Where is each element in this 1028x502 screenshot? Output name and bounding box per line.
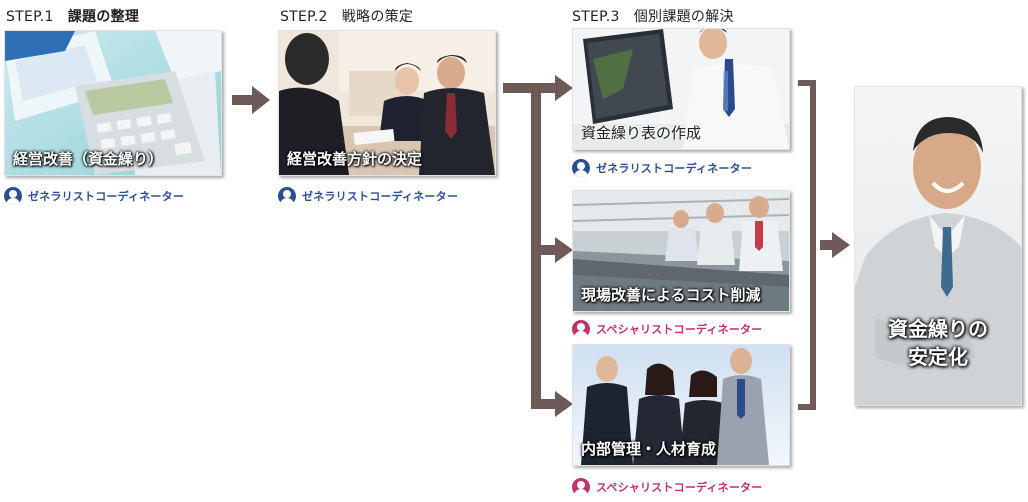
team-illustration [573,345,789,465]
result-line2: 安定化 [908,345,968,369]
step3-card2-caption: 現場改善によるコスト削減 [581,286,761,304]
result-caption: 資金繰りの 安定化 [855,315,1021,371]
step3-photo-team: 内部管理・人材育成 [572,344,790,466]
step2-role: ゼネラリストコーディネーター [278,187,458,205]
step3-heading: 個別課題の解決 [633,9,734,25]
step2-role-label: ゼネラリストコーディネーター [302,190,459,203]
factory-illustration [573,191,789,311]
step3-card2-role-label: スペシャリストコーディネーター [596,323,763,336]
step2-photo-meeting: 経営改善方針の決定 [278,30,496,176]
step3-title: STEP.3 個別課題の解決 [572,6,734,26]
step3-number: STEP.3 [572,9,620,25]
step3-card3-caption: 内部管理・人材育成 [581,440,717,458]
businessman-illustration [855,87,1021,405]
step1-photo-calculator: 経営改善（資金繰り） [4,30,222,176]
step2-number: STEP.2 [280,9,328,25]
step3-card1-caption: 資金繰り表の作成 [581,124,702,142]
step1-title: STEP.1 課題の整理 [6,6,139,26]
step3-card3-role-label: スペシャリストコーディネーター [596,481,763,494]
step3-photo-factory: 現場改善によるコスト削減 [572,190,790,312]
person-badge-icon [572,320,590,338]
branch-arrows [503,75,573,417]
step1-role: ゼネラリストコーディネーター [4,187,184,205]
step2-title: STEP.2 戦略の策定 [280,6,413,26]
step3-card2-role: スペシャリストコーディネーター [572,320,762,338]
step1-number: STEP.1 [6,9,54,25]
step1-role-label: ゼネラリストコーディネーター [28,190,185,203]
calculator-illustration [5,31,221,175]
step3-card1-role-label: ゼネラリストコーディネーター [596,162,753,175]
step2-heading: 戦略の策定 [341,9,414,25]
office-worker-illustration [573,29,789,149]
step3-card3-role: スペシャリストコーディネーター [572,478,762,496]
step1-heading: 課題の整理 [67,9,140,25]
meeting-illustration [279,31,495,175]
person-badge-icon [4,187,22,205]
step1-caption: 経営改善（資金繰り） [13,150,164,168]
person-badge-icon [572,159,590,177]
merge-bracket [798,80,850,410]
result-line1: 資金繰りの [888,317,988,341]
step3-photo-cashflow: 資金繰り表の作成 [572,28,790,150]
result-photo-businessman: 資金繰りの 安定化 [854,86,1022,406]
step2-caption: 経営改善方針の決定 [287,150,423,168]
arrow-right-icon [232,86,270,114]
person-badge-icon [278,187,296,205]
step3-card1-role: ゼネラリストコーディネーター [572,159,752,177]
person-badge-icon [572,478,590,496]
